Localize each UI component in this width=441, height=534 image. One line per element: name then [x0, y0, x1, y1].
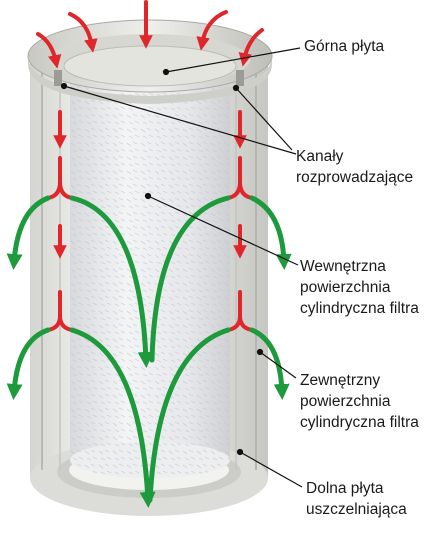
label-distribution-channels: Kanały rozprowadzające: [296, 148, 414, 186]
inflow-arrows: [36, 0, 264, 332]
filter-cylinder: [70, 80, 230, 478]
outflow-arrow: [147, 327, 231, 503]
label-top-plate: Górna płyta: [304, 38, 385, 55]
label-outer-surface: Zewnętrzny powierzchnia cylindryczna fil…: [300, 372, 419, 431]
top-plate: [27, 19, 273, 104]
leader-lines: [60, 47, 303, 488]
inflow-arrow: [36, 32, 62, 69]
outflow-arrow: [6, 327, 51, 400]
outflow-arrow: [69, 327, 156, 508]
outflow-arrow: [6, 195, 51, 270]
inflow-arrow: [68, 12, 98, 53]
inflow-arrow: [238, 28, 264, 67]
label-inner-surface: Wewnętrzna powierzchnia cylindryczna fil…: [300, 258, 419, 317]
outflow-arrow: [249, 195, 292, 270]
outflow-arrow: [149, 195, 231, 363]
label-bottom-plate: Dolna płyta uszczelniająca: [306, 480, 407, 518]
outflow-arrow: [69, 195, 154, 368]
outflow-arrows: [6, 195, 292, 508]
outflow-arrow: [249, 327, 290, 400]
inflow-arrow: [196, 10, 228, 51]
